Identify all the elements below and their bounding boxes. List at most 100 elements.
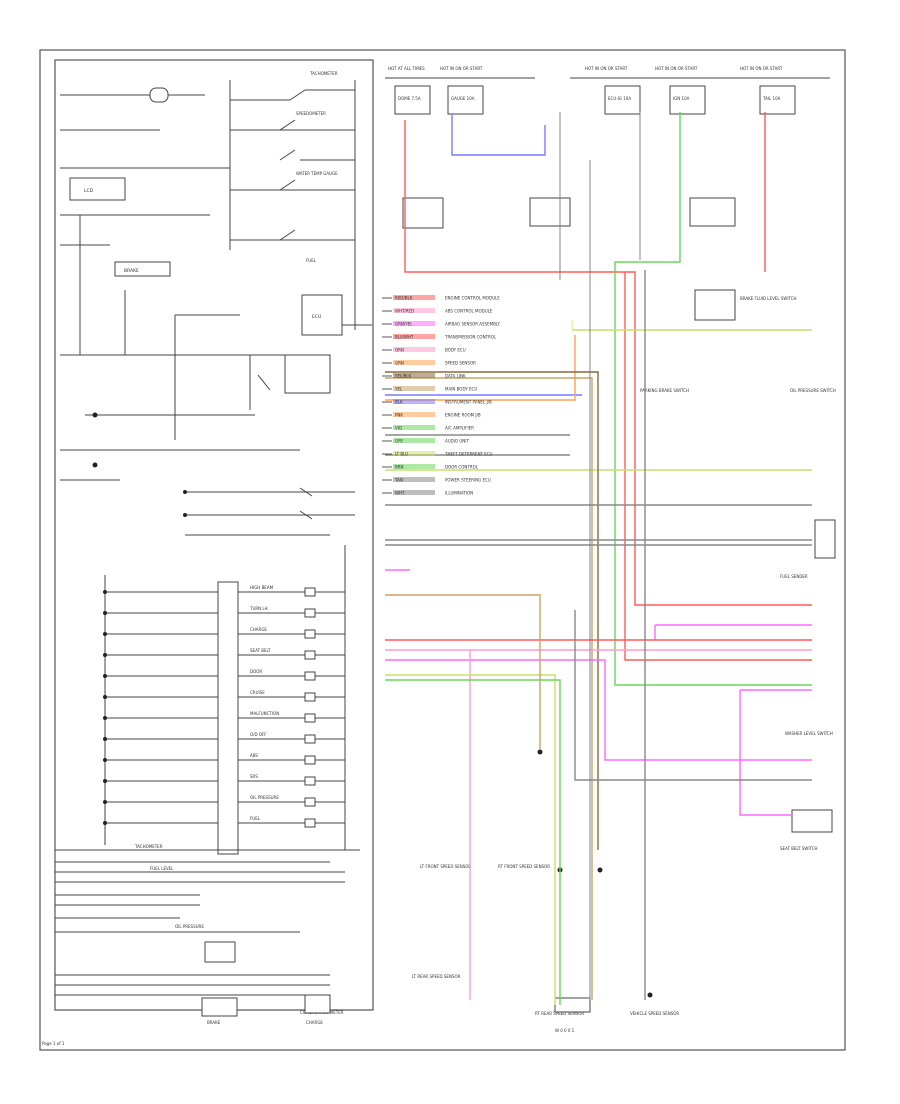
connector-label-4: BODY ECU [445,348,466,353]
indicator-lamp-1 [304,608,316,618]
fuse-name-0: DOME 7.5A [398,96,421,101]
indicator-label-2: CHARGE [250,627,267,632]
right-label-1: PARKING BRAKE SWITCH [640,388,689,393]
wire-code-10: VIO [395,426,402,431]
harness-wire-2 [625,271,812,606]
harness-wire-11 [385,371,599,850]
connector-label-0: ENGINE CONTROL MODULE [445,296,500,301]
wire-code-5: GRN [395,361,404,366]
indicator-lamp-5 [304,692,316,702]
fuse-name-4: TAIL 10A [762,96,781,101]
brake-fluid-switch [694,289,736,321]
top-fuse-row: HOT AT ALL TIMES HOT IN ON OR START HOT … [385,66,830,229]
fuse-box-1 [447,85,484,115]
indicator-label-6: MALFUNCTION [250,711,279,716]
connector-label-1: ABS CONTROL MODULE [445,309,493,314]
bottom-components: LT FRONT SPEED SENSOR RT FRONT SPEED SEN… [412,749,679,1016]
outer-frame [39,49,846,1051]
wire-code-12: LT BLU [395,452,408,457]
right-bottom-code: W 0 0 0 1 [555,1028,575,1033]
harness-wire-9 [385,335,576,401]
fuse-box-2 [604,85,641,115]
connector-label-11: AUDIO UNIT [445,439,469,444]
connector-label-2: AIRBAG SENSOR ASSEMBLY [445,322,501,327]
harness-wire-18 [385,649,471,1000]
bottom-component-1: RT FRONT SPEED SENSOR [498,864,550,869]
wire-code-9: PNK [395,413,403,418]
fuse-name-3: IGN 10A [673,96,690,101]
connector-label-9: ENGINE ROOM J/B [445,413,481,418]
indicator-lamp-0 [304,587,316,597]
wire-code-7: YEL [394,387,403,392]
wire-code-chip-8 [393,399,435,404]
connector-label-3: TRANSMISSION CONTROL [444,335,497,340]
connector-label-8: INSTRUMENT PANEL J/B [445,400,492,405]
indicator-lamp-6 [304,713,316,723]
switch-label-3: FUEL [306,258,317,263]
top-fuse-4: HOT IN ON OR START [740,66,783,71]
fuse-box-3 [669,85,706,115]
gauge-driver-block [284,354,331,394]
indicator-label-3: SEAT BELT [250,648,271,653]
wire-code-chip-12 [393,451,435,456]
harness-wire-16 [739,690,792,816]
meter-internals: TACHOMETER SPEEDOMETER WATER TEMP GAUGE … [60,71,372,855]
indicator-label-0: HIGH BEAM [250,585,274,590]
switch-label-2: WATER TEMP GAUGE [296,171,338,176]
bottom-component-0: LT FRONT SPEED SENSOR [420,864,471,869]
wire-code-13: BRN [395,465,404,470]
wire-code-1: WHT/RED [395,309,414,314]
meter-bottom: TACHOMETER FUEL LEVEL OIL PRESSURE BRAKE… [55,844,360,1025]
meter-inner-brake: BRAKE [124,268,139,274]
wire-code-chip-2 [393,321,435,326]
switch-label-1: SPEEDOMETER [296,111,326,116]
harness-wire-5 [614,112,812,686]
harness-wire-21 [385,674,556,1005]
connector-label-13: DOOR CONTROL [445,465,479,470]
lamp-symbol [149,87,169,103]
top-fuse-2: HOT IN ON OR START [585,66,628,71]
bottom-label-4: CHARGE [306,1020,323,1025]
charge-unit-block [304,994,331,1014]
wire-code-chip-4 [393,347,435,352]
indicator-label-4: DOOR [250,669,262,674]
wire-code-chip-6 [393,373,435,378]
footer-code: Page 1 of 1 [42,1041,65,1046]
top-fuse-1: HOT IN ON OR START [440,66,483,71]
right-components: BRAKE FLUID LEVEL SWITCH PARKING BRAKE S… [640,289,836,851]
bottom-label-2: OIL PRESSURE [175,924,204,929]
bottom-component-4: VEHICLE SPEED SENSOR [630,1011,679,1016]
wire-code-11: GRY [395,439,404,444]
right-label-2: OIL PRESSURE SWITCH [790,388,836,393]
connector-label-5: SPEED SENSOR [445,361,476,366]
switch-label-0: TACHOMETER [309,71,338,76]
harness-wire-23 [385,594,541,750]
harness-wire-30 [574,610,812,781]
wire-code-6: YEL/BLK [394,374,412,379]
fuse-box-0 [394,85,431,115]
brake-block [114,261,171,277]
fuse-name-2: ECU-IG 10A [608,96,631,101]
connector-label-6: DATA LINK [445,374,466,379]
bottom-label-0: TACHOMETER [134,844,163,849]
colored-wires [385,112,812,1005]
indicator-label-1: TURN LH [249,606,268,611]
wire-code-14: TAN [394,478,403,483]
wire-code-chip-1 [393,308,435,313]
engine-ecu-block [402,197,444,229]
wire-code-3: BLU/WHT [395,335,414,340]
bottom-component-2: LT REAR SPEED SENSOR [412,974,461,979]
fuse-box-4 [759,85,796,115]
right-label-0: BRAKE FLUID LEVEL SWITCH [740,296,797,301]
wire-code-chip-11 [393,438,435,443]
wire-code-chip-15 [393,490,435,495]
indicator-label-11: FUEL [250,816,261,821]
bottom-label-1: FUEL LEVEL [150,866,174,871]
wire-code-chip-7 [393,386,435,391]
harness-wire-13 [385,659,812,761]
abs-ecu-block [529,197,571,227]
fuel-gauge-block [204,941,236,963]
